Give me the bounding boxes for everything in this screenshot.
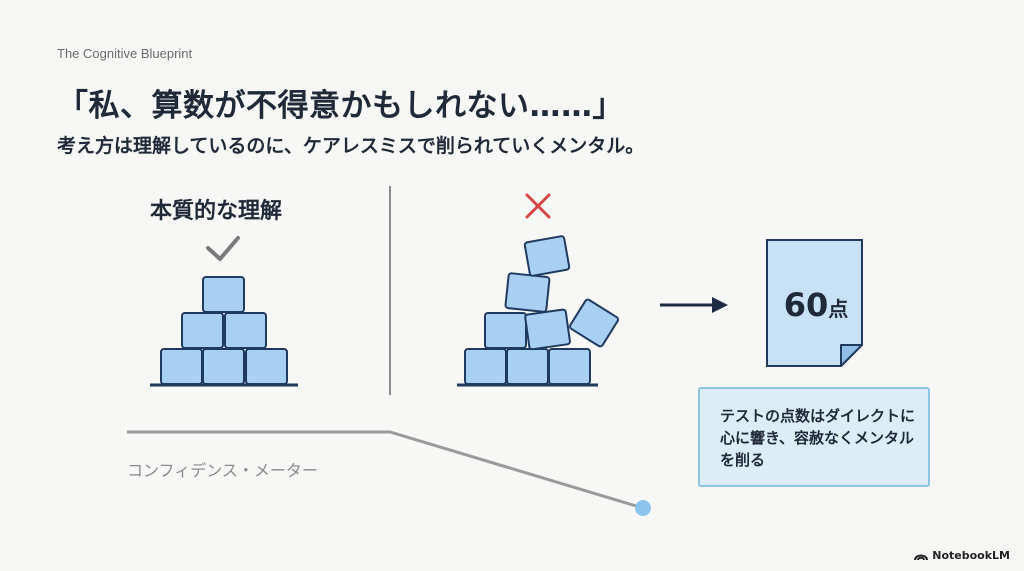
confidence-meter-label: コンフィデンス・メーター bbox=[127, 461, 318, 480]
block bbox=[523, 235, 571, 277]
page-subtitle: 考え方は理解しているのに、ケアレスミスで削られていくメンタル。 bbox=[57, 135, 645, 157]
block bbox=[506, 348, 549, 385]
notebooklm-logo-icon bbox=[914, 554, 929, 560]
collapsing-block-pile bbox=[464, 235, 619, 385]
callout-box: テストの点数はダイレクトに心に響き、容赦なくメンタルを削る bbox=[698, 387, 930, 487]
footer-brand-label: NotebookLM bbox=[932, 549, 1010, 562]
block bbox=[484, 312, 527, 349]
brand-label: The Cognitive Blueprint bbox=[57, 46, 193, 61]
block bbox=[245, 348, 288, 385]
footer-brand: NotebookLM bbox=[914, 549, 1010, 562]
stable-block-pyramid bbox=[160, 276, 288, 385]
cross-icon bbox=[525, 193, 551, 219]
confidence-meter bbox=[127, 430, 651, 516]
score-unit: 点 bbox=[828, 297, 849, 321]
arrow-right-icon bbox=[660, 297, 728, 313]
block bbox=[464, 348, 507, 385]
check-icon bbox=[206, 236, 240, 261]
understanding-heading: 本質的な理解 bbox=[150, 199, 283, 224]
meter-end-dot bbox=[635, 500, 651, 516]
block bbox=[202, 276, 245, 313]
test-score: 60点 bbox=[768, 286, 864, 324]
block bbox=[181, 312, 224, 349]
callout-text: テストの点数はダイレクトに心に響き、容赦なくメンタルを削る bbox=[720, 407, 916, 469]
block bbox=[504, 272, 551, 313]
block bbox=[524, 308, 571, 351]
block bbox=[202, 348, 245, 385]
page-title: 「私、算数が不得意かもしれない……」 bbox=[57, 88, 624, 124]
block bbox=[224, 312, 267, 349]
test-document-icon bbox=[766, 239, 863, 367]
block bbox=[569, 298, 619, 348]
block bbox=[548, 348, 591, 385]
block bbox=[160, 348, 203, 385]
score-number: 60 bbox=[783, 286, 829, 324]
